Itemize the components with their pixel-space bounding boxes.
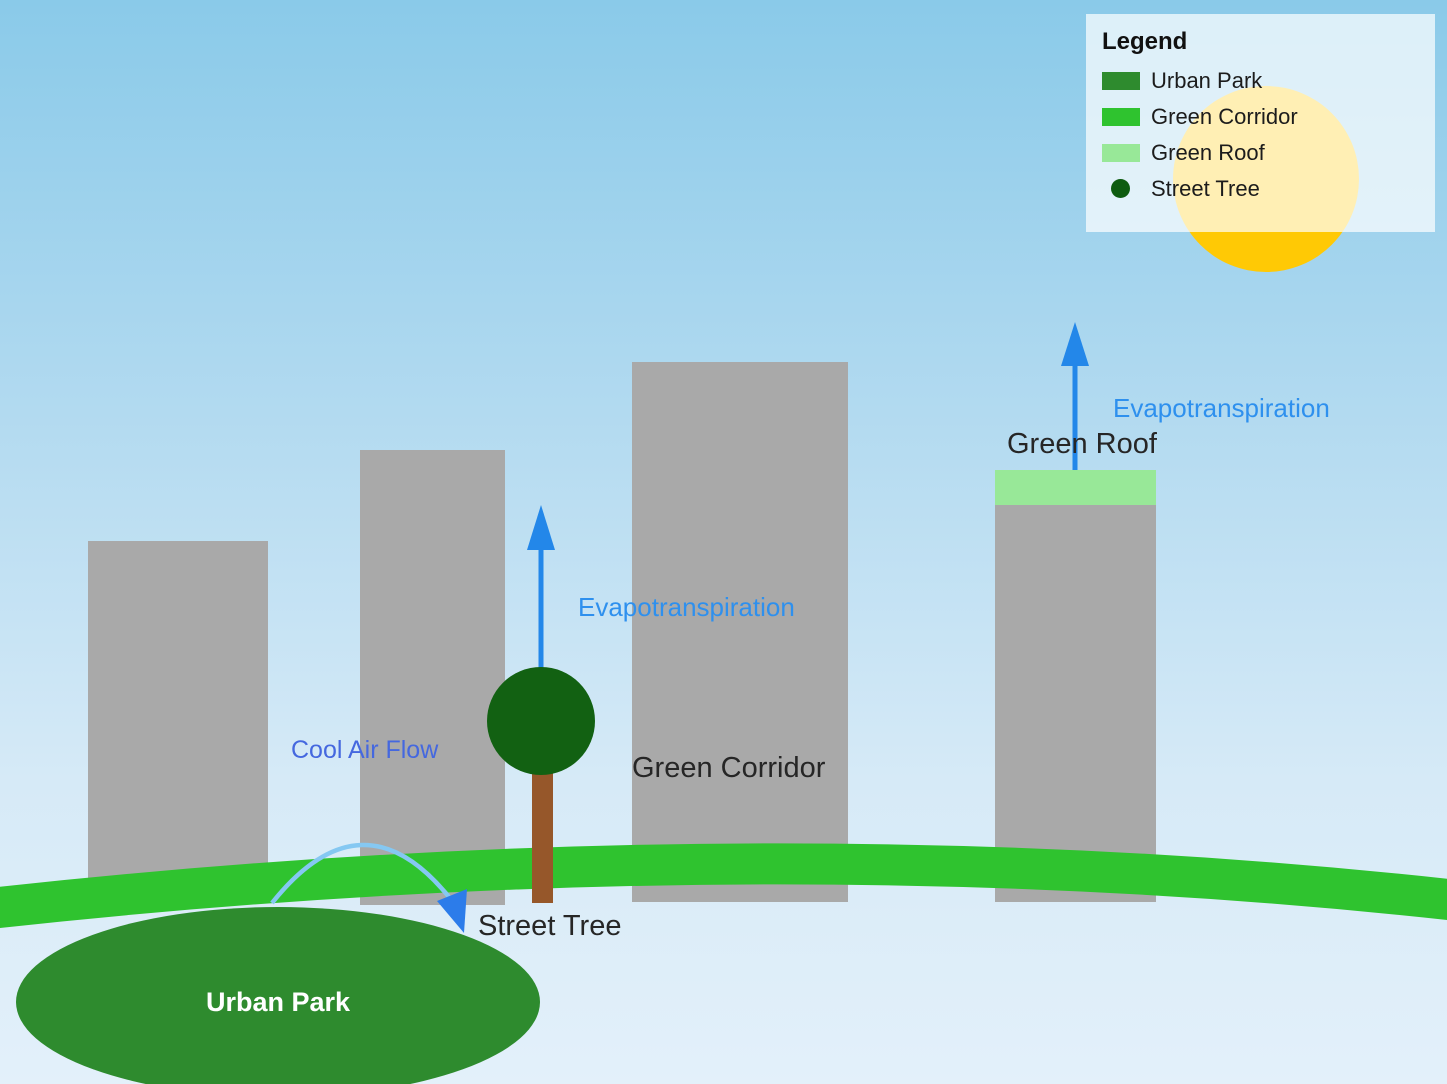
- legend-panel: Legend Urban Park Green Corridor Green R…: [1086, 14, 1435, 232]
- evapotranspiration-label-tree: Evapotranspiration: [578, 592, 795, 622]
- building-left: [88, 541, 268, 880]
- legend-item-label: Green Roof: [1151, 139, 1265, 165]
- urban-park-swatch-icon: [1102, 71, 1140, 90]
- green-corridor-label: Green Corridor: [632, 752, 826, 784]
- urban-park-label: Urban Park: [205, 987, 351, 1017]
- street-tree-trunk-icon: [532, 770, 553, 903]
- evapotranspiration-arrowhead-roof-icon: [1061, 322, 1089, 366]
- street-tree-dot-icon: [1111, 179, 1130, 199]
- cool-air-flow-arrowhead-icon: [437, 889, 467, 933]
- legend-item-street-tree: Street Tree: [1102, 171, 1419, 207]
- evapotranspiration-arrowhead-tree-icon: [527, 505, 555, 550]
- legend-item-label: Street Tree: [1151, 175, 1260, 201]
- building-mid-left: [360, 450, 505, 905]
- legend-item-green-roof: Green Roof: [1102, 135, 1419, 171]
- legend-item-label: Urban Park: [1151, 67, 1263, 93]
- legend-item-urban-park: Urban Park: [1102, 63, 1419, 99]
- green-corridor-swatch-icon: [1102, 107, 1140, 126]
- street-tree-label: Street Tree: [478, 910, 622, 942]
- street-tree-canopy-icon: [487, 667, 595, 775]
- legend-item-green-corridor: Green Corridor: [1102, 99, 1419, 135]
- green-roof-strip: [995, 470, 1156, 505]
- green-roof-swatch-icon: [1102, 143, 1140, 162]
- legend-title: Legend: [1102, 28, 1188, 55]
- building-green-corridor: [632, 362, 848, 902]
- legend-item-label: Green Corridor: [1151, 103, 1298, 129]
- cool-air-flow-arc: [270, 842, 451, 905]
- cool-air-flow-label: Cool Air Flow: [291, 736, 439, 764]
- evapotranspiration-label-roof: Evapotranspiration: [1113, 393, 1330, 423]
- green-corridor-band: [0, 843, 1447, 928]
- green-roof-label: Green Roof: [1007, 428, 1157, 460]
- building-green-roof: [995, 505, 1156, 902]
- urban-park-ellipse: Urban Park: [16, 907, 540, 1084]
